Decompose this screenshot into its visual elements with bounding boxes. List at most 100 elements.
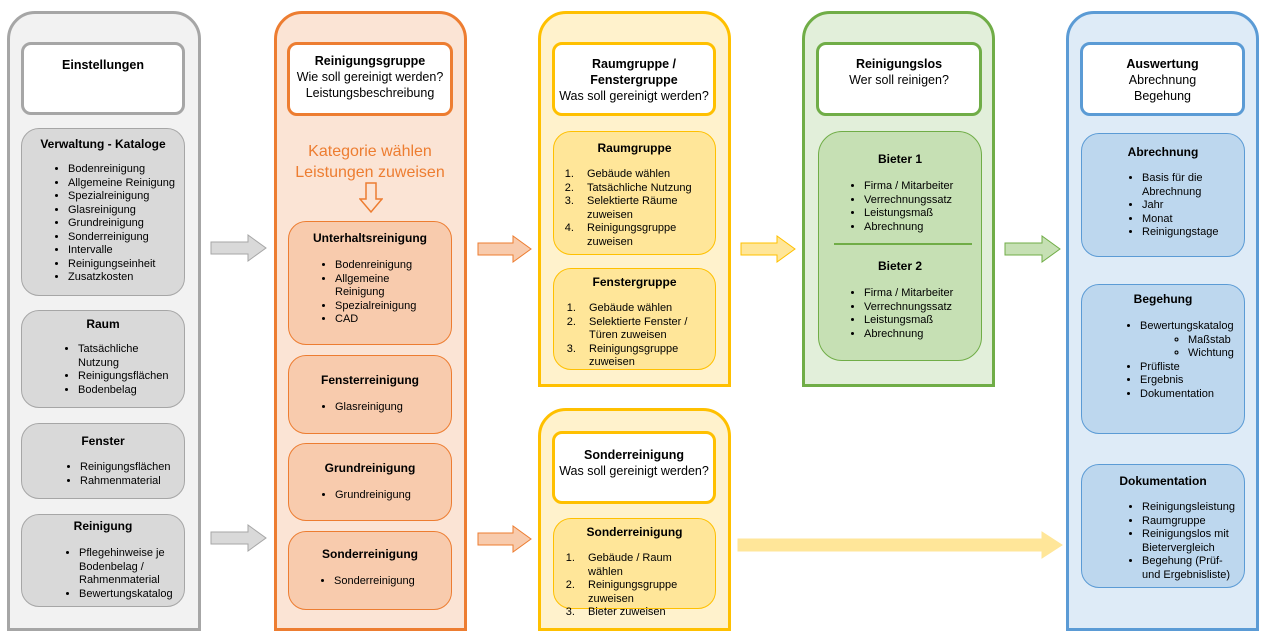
fenster-title: Fenster — [81, 434, 125, 448]
list-item: Bodenreinigung — [68, 163, 184, 177]
dokumentation-list: Reinigungsleistung Raumgruppe Reinigungs… — [1082, 501, 1244, 582]
arrow-right-icon — [477, 525, 532, 553]
raum-list: Tatsächliche Nutzung Reinigungsflächen B… — [22, 343, 184, 397]
list-item: Selektierte Räume zuweisen — [577, 195, 701, 222]
list-item: Ergebnis — [1140, 374, 1244, 388]
list-item: Monat — [1142, 213, 1218, 227]
raumgruppe-title: Raumgruppe / Fenstergruppe — [590, 57, 678, 87]
reinigungsgruppe-header: Reinigungsgruppe Wie soll gereinigt werd… — [287, 42, 453, 116]
reinigung-list: Pflegehinweise je Bodenbelag / Rahmenmat… — [22, 547, 184, 601]
grundreinigung-card: Grundreinigung Grundreinigung — [288, 443, 452, 521]
unterhaltsreinigung-card: Unterhaltsreinigung Bodenreinigung Allge… — [288, 221, 452, 345]
list-item: Begehung (Prüf- und Ergebnisliste) — [1142, 555, 1234, 582]
sonderreinigung-list: Sonderreinigung — [289, 575, 451, 589]
dokumentation-title: Dokumentation — [1119, 474, 1207, 488]
list-item: Spezialreinigung — [335, 300, 421, 314]
reinigungslos-header: Reinigungslos Wer soll reinigen? — [816, 42, 982, 116]
dokumentation-card: Dokumentation Reinigungsleistung Raumgru… — [1081, 464, 1245, 588]
sonderreinigung-header: Sonderreinigung Was soll gereinigt werde… — [552, 431, 716, 504]
bieter-divider — [834, 243, 972, 245]
abrechnung-title: Abrechnung — [1127, 145, 1199, 159]
list-item: Reinigungsflächen — [78, 370, 176, 384]
list-item: Raumgruppe — [1142, 515, 1234, 529]
list-item: Dokumentation — [1140, 388, 1244, 402]
long-arrow-right-icon — [737, 531, 1063, 559]
list-item: Spezialreinigung — [68, 190, 184, 204]
reinigungslos-title: Reinigungslos — [855, 57, 943, 71]
unterhaltsreinigung-list: Bodenreinigung Allgemeine Reinigung Spez… — [289, 259, 451, 327]
list-item: Bieter zuweisen — [578, 606, 697, 620]
grundreinigung-title: Grundreinigung — [324, 461, 416, 475]
raum-title: Raum — [86, 317, 120, 331]
abrechnung-list: Basis für die Abrechnung Jahr Monat Rein… — [1082, 172, 1244, 240]
kategorie-note-line-1: Kategorie wählen — [308, 143, 432, 160]
sonderreinigung-header-title: Sonderreinigung — [584, 448, 684, 462]
list-item: Selektierte Fenster / Türen zuweisen — [579, 316, 693, 343]
reinigungsgruppe-subtitle-2: Leistungsbeschreibung — [305, 86, 435, 100]
list-item: Tatsächliche Nutzung — [577, 182, 701, 196]
auswertung-subtitle: Abrechnung — [1128, 73, 1197, 87]
reinigungsgruppe-title: Reinigungsgruppe — [314, 54, 426, 68]
raumgruppe-subtitle: Was soll gereinigt werden? — [559, 89, 709, 103]
fenstergruppe-list: Gebäude wählen Selektierte Fenster / Tür… — [554, 302, 715, 370]
auswertung-header: Auswertung Abrechnung Begehung — [1080, 42, 1245, 116]
list-item: Gebäude wählen — [577, 168, 701, 182]
list-item: Verrechnungssatz — [864, 194, 981, 208]
verwaltung-list: Bodenreinigung Allgemeine Reinigung Spez… — [22, 163, 184, 285]
unterhaltsreinigung-title: Unterhaltsreinigung — [312, 231, 427, 245]
list-item: Grundreinigung — [68, 217, 184, 231]
bieter1-list: Firma / Mitarbeiter Verrechnungssatz Lei… — [819, 180, 981, 234]
list-item: Bodenbelag — [78, 384, 176, 398]
list-item: Reinigungsgruppe zuweisen — [577, 222, 701, 249]
fenster-list: Reinigungsflächen Rahmenmaterial — [22, 461, 184, 488]
einstellungen-title: Einstellungen — [62, 58, 144, 72]
reinigungslos-subtitle: Wer soll reinigen? — [849, 73, 949, 87]
auswertung-subtitle-2: Begehung — [1133, 89, 1191, 103]
list-item: Bewertungskatalog — [79, 588, 173, 602]
list-item: Glasreinigung — [335, 401, 451, 415]
begehung-sublist: Maßstab Wichtung — [1140, 334, 1244, 361]
list-item: Leistungsmaß — [864, 314, 981, 328]
list-item: Reinigungslos mit Bietervergleich — [1142, 528, 1234, 555]
list-item: Prüfliste — [1140, 361, 1244, 375]
raum-card: Raum Tatsächliche Nutzung Reinigungsfläc… — [21, 310, 185, 408]
list-item: Rahmenmaterial — [80, 475, 184, 489]
list-item: Bodenreinigung — [335, 259, 421, 273]
list-item: Glasreinigung — [68, 204, 184, 218]
arrow-right-icon — [210, 234, 267, 262]
fenster-card: Fenster Reinigungsflächen Rahmenmaterial — [21, 423, 185, 499]
kategorie-note-line-2: Leistungen zuweisen — [295, 164, 445, 181]
bieter-card: Bieter 1 Firma / Mitarbeiter Verrechnung… — [818, 131, 982, 361]
list-item: Reinigungsflächen — [80, 461, 184, 475]
list-item: Firma / Mitarbeiter — [864, 180, 981, 194]
arrow-right-icon — [740, 235, 796, 263]
arrow-right-icon — [1004, 235, 1061, 263]
list-item: Bewertungskatalog Maßstab Wichtung — [1140, 320, 1244, 361]
raumgruppe-list: Gebäude wählen Tatsächliche Nutzung Sele… — [554, 168, 715, 249]
begehung-list: Bewertungskatalog Maßstab Wichtung Prüfl… — [1082, 320, 1244, 401]
list-item: Wichtung — [1188, 347, 1244, 361]
bieter1-title: Bieter 1 — [877, 152, 923, 166]
raumgruppe-card-title: Raumgruppe — [597, 141, 672, 155]
list-item: Sonderreinigung — [334, 575, 451, 589]
list-item: Tatsächliche Nutzung — [78, 343, 176, 370]
list-item: Reinigungsleistung — [1142, 501, 1235, 515]
list-item: Maßstab — [1188, 334, 1244, 348]
list-item: Pflegehinweise je Bodenbelag / Rahmenmat… — [79, 547, 170, 588]
fensterreinigung-title: Fensterreinigung — [320, 373, 419, 387]
sonderreinigung-subtitle: Was soll gereinigt werden? — [559, 464, 709, 478]
arrow-right-icon — [210, 524, 267, 552]
fensterreinigung-list: Glasreinigung — [289, 401, 451, 415]
reinigung-card: Reinigung Pflegehinweise je Bodenbelag /… — [21, 514, 185, 607]
begehung-title: Begehung — [1133, 292, 1193, 306]
list-item: Reinigungsgruppe zuweisen — [579, 343, 693, 370]
bieter2-list: Firma / Mitarbeiter Verrechnungssatz Lei… — [819, 287, 981, 341]
list-item: Leistungsmaß — [864, 207, 981, 221]
sonderreinigung-steps-title: Sonderreinigung — [586, 525, 683, 539]
sonderreinigung-title: Sonderreinigung — [322, 547, 418, 561]
list-item: Verrechnungssatz — [864, 301, 981, 315]
list-item: Basis für die Abrechnung — [1142, 172, 1218, 199]
bieter2-title: Bieter 2 — [877, 259, 923, 273]
arrow-right-icon — [477, 235, 532, 263]
begehung-item-label: Bewertungskatalog — [1140, 320, 1234, 332]
